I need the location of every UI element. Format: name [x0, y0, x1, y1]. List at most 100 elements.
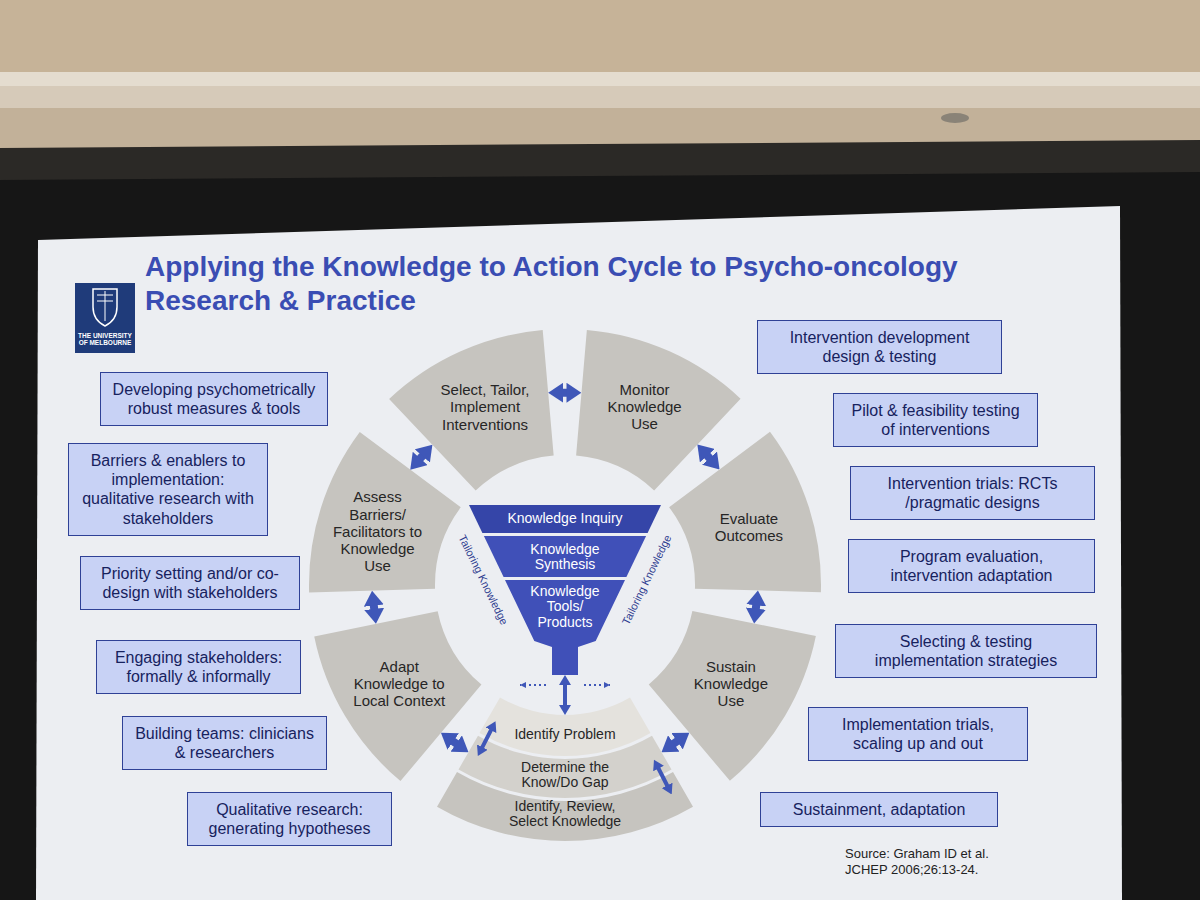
cycle-segment-fill — [576, 330, 740, 490]
cycle-band-text: Identify, Review, Select Knowledge — [500, 799, 630, 830]
cycle-segment-fill — [309, 432, 461, 593]
research-box: Engaging stakeholders: formally & inform… — [96, 640, 301, 694]
funnel-band-fill — [505, 580, 625, 675]
research-box: Program evaluation, intervention adaptat… — [848, 539, 1095, 593]
slide-ground — [36, 206, 1122, 900]
text-holder: Select, Tailor, Implement Interventions — [435, 381, 535, 433]
ceiling — [0, 0, 1200, 72]
research-box: Selecting & testing implementation strat… — [835, 624, 1097, 678]
label-holder: Source: Graham ID et al. JCHEP 2006;26:1… — [845, 846, 997, 879]
cycle-arrow — [662, 733, 690, 753]
cycle-arrow — [441, 733, 469, 752]
slide-title: Applying the Knowledge to Action Cycle t… — [145, 250, 1025, 317]
research-box: Priority setting and/or co-design with s… — [80, 556, 300, 610]
box-text: Priority setting and/or co-design with s… — [90, 564, 290, 602]
screen-housing — [0, 140, 1200, 180]
cycle-arrow — [697, 445, 719, 470]
cycle-arrow — [754, 590, 758, 623]
dotted-arrow — [520, 684, 546, 686]
cycle-segment-text: Sustain Knowledge Use — [681, 658, 781, 710]
research-box: Intervention development design & testin… — [757, 320, 1002, 374]
cycle-segment-fill — [649, 611, 816, 781]
cycle-segment: Monitor Knowledge Use — [575, 328, 742, 492]
title-holder: Applying the Knowledge to Action Cycle t… — [145, 250, 1025, 317]
research-box: Intervention trials: RCTs /pragmatic des… — [850, 466, 1095, 520]
text-holder: Monitor Knowledge Use — [595, 381, 695, 433]
funnel-band-text: Knowledge Synthesis — [515, 541, 615, 572]
box-text: Developing psychometrically robust measu… — [110, 380, 318, 418]
text-holder: Knowledge Synthesis — [515, 541, 615, 572]
text-holder: Identify, Review, Select Knowledge — [500, 799, 630, 830]
cycle-segment: Adapt Knowledge to Local Context — [313, 610, 483, 783]
research-box: Qualitative research: generating hypothe… — [187, 792, 392, 846]
research-box: Barriers & enablers to implementation: q… — [68, 443, 268, 536]
cycle-band-text: Identify Problem — [500, 727, 630, 742]
box-text: Engaging stakeholders: formally & inform… — [106, 648, 291, 686]
cycle-segment: Assess Barriers/ Facilitators to Knowled… — [308, 431, 462, 594]
cycle-band-fill — [437, 772, 693, 841]
box-text: Intervention trials: RCTs /pragmatic des… — [860, 474, 1085, 512]
cycle-band-text: Determine the Know/Do Gap — [510, 760, 620, 791]
box-text: Qualitative research: generating hypothe… — [197, 800, 382, 838]
logo-text: THE UNIVERSITY OF MELBOURNE — [76, 332, 134, 346]
funnel-band: Knowledge Tools/ Products — [504, 579, 626, 676]
cycle-segment-text: Assess Barriers/ Facilitators to Knowled… — [330, 488, 426, 574]
cycle-arrow — [372, 591, 376, 624]
cycle-segment-fill — [669, 432, 821, 592]
cycle-segment-text: Evaluate Outcomes — [699, 509, 799, 544]
funnel-band-fill — [484, 536, 646, 577]
cycle-segment: Evaluate Outcomes — [668, 430, 822, 594]
funnel-band-text: Knowledge Inquiry — [475, 511, 655, 526]
logo-emblem — [97, 291, 113, 321]
funnel-band: Knowledge Inquiry — [468, 504, 662, 534]
text-holder: Identify Problem — [500, 727, 630, 742]
cycle-arrow — [563, 675, 567, 715]
box-text: Program evaluation, intervention adaptat… — [858, 547, 1085, 585]
funnel-band: Knowledge Synthesis — [482, 535, 648, 578]
research-box: Pilot & feasibility testing of intervent… — [833, 393, 1038, 447]
text-holder: Knowledge Tools/ Products — [524, 584, 606, 630]
cycle-band: Identify, Review, Select Knowledge — [436, 771, 694, 842]
label-holder: THE UNIVERSITY OF MELBOURNE — [76, 332, 134, 346]
logo-shield — [93, 289, 117, 326]
research-box: Developing psychometrically robust measu… — [100, 372, 328, 426]
cycle-segment-fill — [389, 330, 554, 491]
dotted-arrow — [584, 684, 610, 686]
cycle-arrow — [548, 389, 581, 397]
research-box: Implementation trials, scaling up and ou… — [808, 707, 1028, 761]
funnel-band-fill — [469, 505, 661, 533]
text-holder: Sustain Knowledge Use — [681, 658, 781, 710]
cycle-band: Identify Problem — [478, 696, 652, 757]
source-note: Source: Graham ID et al. JCHEP 2006;26:1… — [845, 846, 997, 879]
logo-block — [75, 283, 135, 353]
box-text: Selecting & testing implementation strat… — [845, 632, 1087, 670]
text-holder: Knowledge Inquiry — [475, 511, 655, 526]
box-text: Implementation trials, scaling up and ou… — [818, 715, 1018, 753]
cycle-segment: Sustain Knowledge Use — [647, 609, 817, 782]
box-text: Building teams: clinicians & researchers — [132, 724, 317, 762]
text-holder: Assess Barriers/ Facilitators to Knowled… — [330, 488, 426, 574]
box-text: Barriers & enablers to implementation: q… — [78, 451, 258, 528]
box-text: Intervention development design & testin… — [767, 328, 992, 366]
cycle-arrow — [410, 445, 432, 470]
box-text: Sustainment, adaptation — [770, 800, 988, 819]
cycle-segment-text: Adapt Knowledge to Local Context — [349, 658, 449, 710]
text-holder: Evaluate Outcomes — [699, 509, 799, 544]
cycle-segment-text: Select, Tailor, Implement Interventions — [435, 381, 535, 433]
ceiling-strip — [0, 86, 1200, 108]
cycle-segment-fill — [314, 611, 481, 781]
text-holder: Determine the Know/Do Gap — [510, 760, 620, 791]
funnel-band-text: Knowledge Tools/ Products — [524, 584, 606, 630]
cycle-band: Determine the Know/Do Gap — [457, 734, 673, 799]
cycle-segment: Select, Tailor, Implement Interventions — [388, 328, 555, 492]
ceiling-light — [941, 113, 969, 123]
box-text: Pilot & feasibility testing of intervent… — [843, 401, 1028, 439]
text-holder: Adapt Knowledge to Local Context — [349, 658, 449, 710]
research-box: Sustainment, adaptation — [760, 792, 998, 827]
cycle-band-fill — [480, 698, 651, 756]
cycle-segment-text: Monitor Knowledge Use — [595, 381, 695, 433]
ceiling-molding — [0, 72, 1200, 86]
research-box: Building teams: clinicians & researchers — [122, 716, 327, 770]
